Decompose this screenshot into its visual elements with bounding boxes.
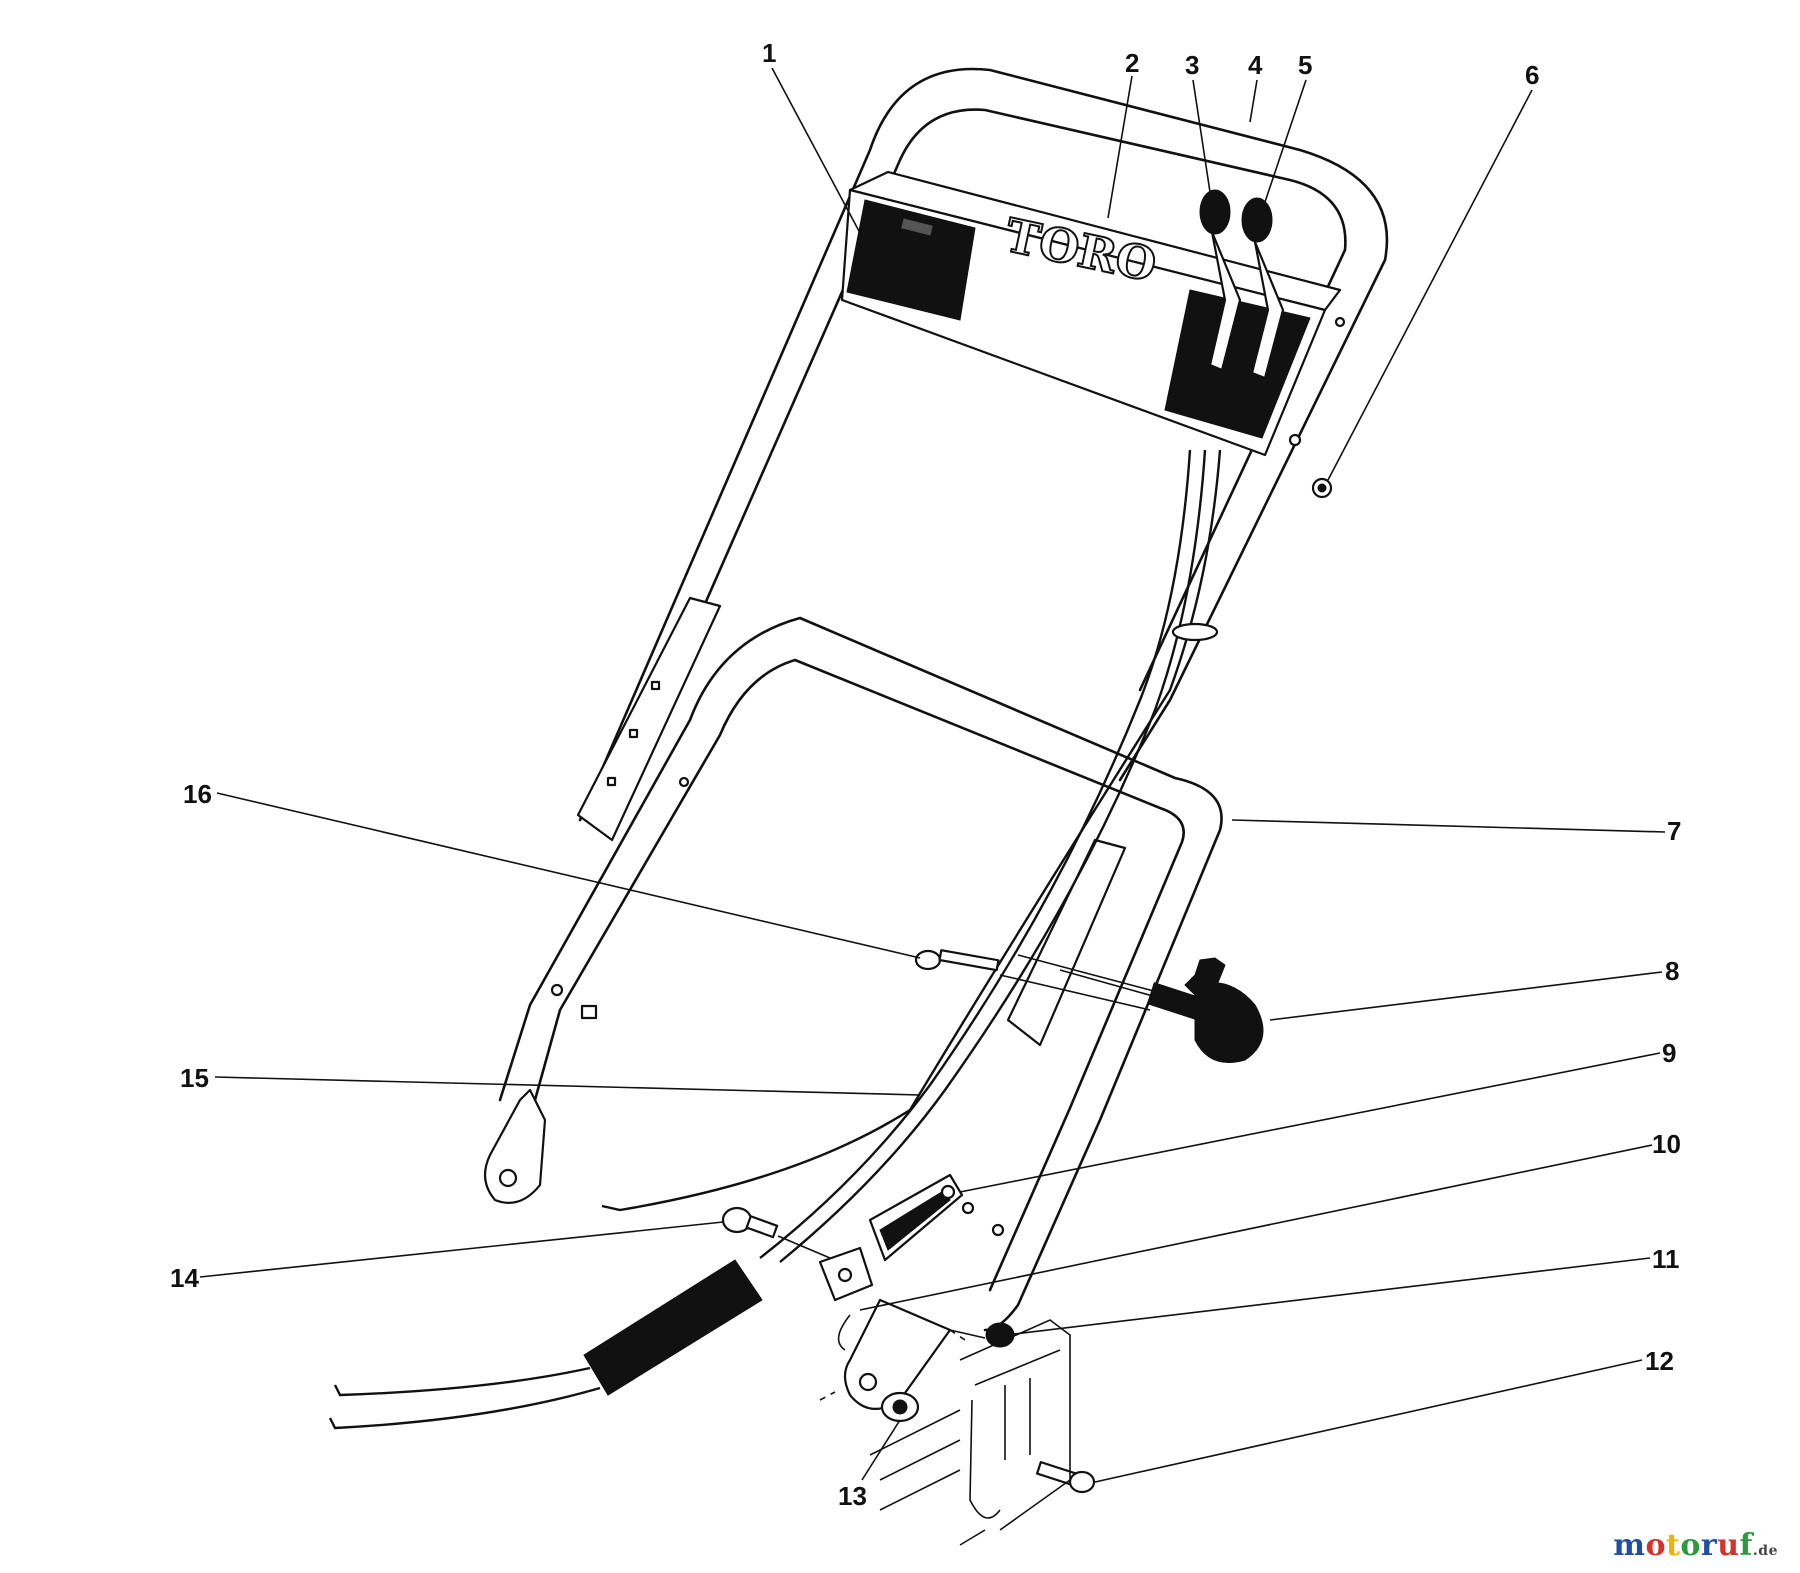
callout-labels: 1 2 3 4 5 6 7 8 9 10 11 12 13 14 15 16 [170,38,1681,1511]
bracket-plate [818,1246,874,1351]
callout-16: 16 [183,779,212,809]
callout-7: 7 [1667,816,1681,846]
lower-handle [483,616,1223,1410]
cable-sheath [583,1259,763,1396]
watermark-letter: t [1666,1528,1681,1563]
carriage-bolt [914,949,1151,1011]
callout-15: 15 [180,1063,209,1093]
decal-black-panel [846,199,976,321]
callout-8: 8 [1665,956,1679,986]
watermark-letter: f [1739,1528,1753,1563]
callout-2: 2 [1125,48,1139,78]
callout-4: 4 [1248,50,1263,80]
lock-nut [949,1322,1015,1348]
control-cables [328,449,1222,1430]
callout-11: 11 [1652,1244,1680,1274]
callout-12: 12 [1645,1346,1674,1376]
leader-lines [199,67,1666,1483]
shoulder-bolt [721,1206,831,1259]
watermark-letter: r [1700,1528,1718,1563]
throttle-knob [1199,189,1231,235]
watermark-letter: u [1717,1528,1740,1563]
control-panel: TORO [840,170,1346,499]
callout-9: 9 [1662,1038,1676,1068]
watermark-letter: o [1680,1528,1701,1563]
choke-knob [1241,197,1273,243]
callout-10: 10 [1652,1129,1681,1159]
watermark-letter: m [1613,1528,1646,1563]
callout-1: 1 [762,38,776,68]
handle-knob [1017,954,1264,1063]
callout-6: 6 [1525,60,1539,90]
watermark: motoruf.de [1613,1528,1778,1563]
watermark-suffix: .de [1752,1543,1778,1559]
watermark-text: motoruf [1613,1528,1753,1563]
callout-13: 13 [838,1481,867,1511]
watermark-letter: o [1645,1528,1667,1563]
screw [1288,316,1346,499]
hex-nut [880,1391,920,1423]
cable-bracket [868,1173,975,1262]
hex-bolt [1036,1461,1096,1494]
callout-14: 14 [170,1263,199,1293]
callout-5: 5 [1298,50,1312,80]
callout-3: 3 [1185,50,1199,80]
